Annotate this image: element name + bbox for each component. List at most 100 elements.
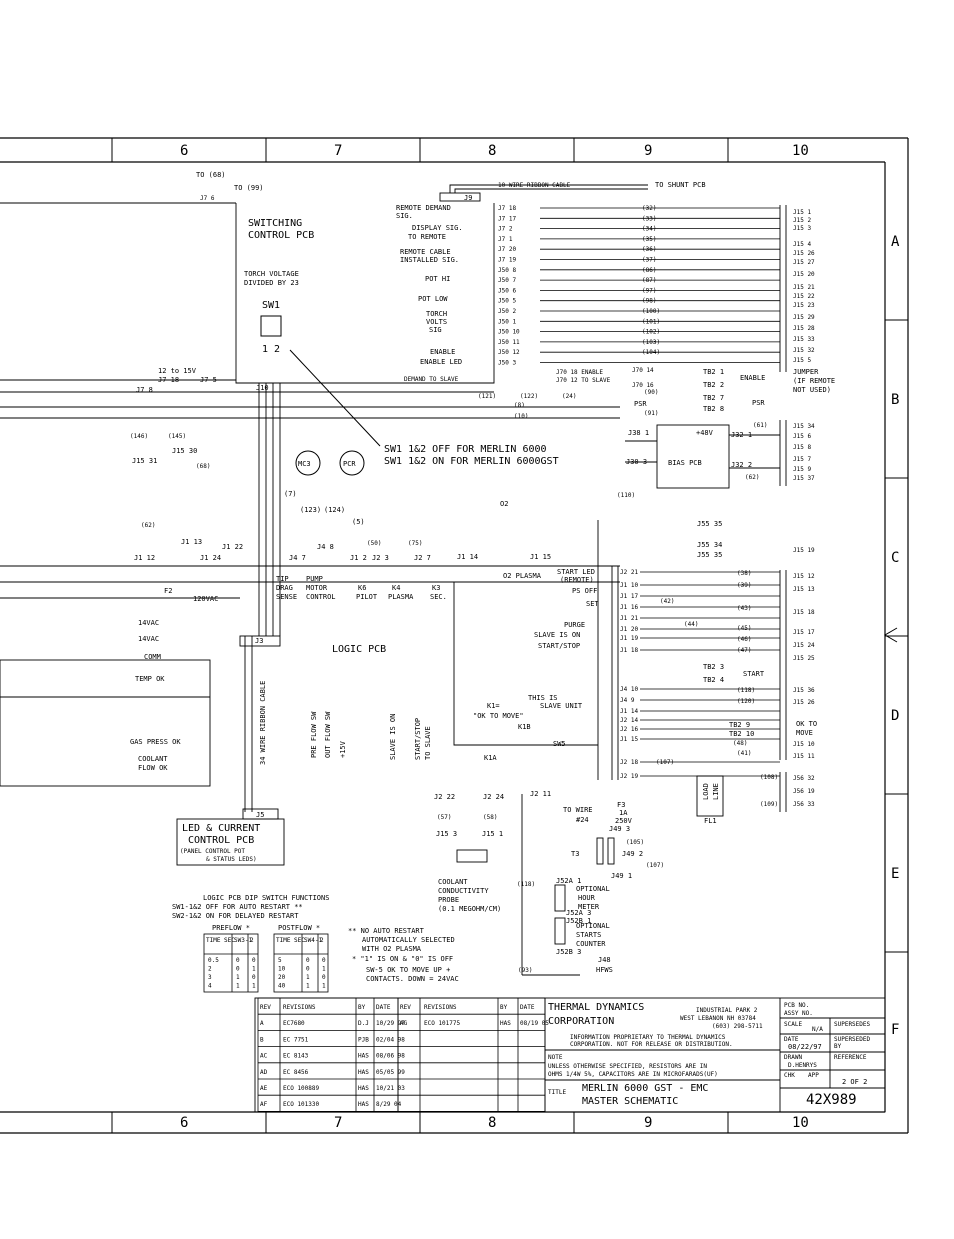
- wire-number-label: (68): [196, 463, 210, 470]
- j15-pin-label: J15 26: [793, 699, 815, 706]
- jumper-label3: NOT USED): [793, 386, 831, 394]
- jumper-label: JUMPER: [793, 368, 819, 376]
- connector-pin-label: J50 1: [498, 318, 516, 325]
- j15-pin-label: J15 21: [793, 284, 815, 291]
- connector-pin-label: J50 5: [498, 298, 516, 305]
- psr-left-label: PSR: [634, 400, 647, 408]
- wire-number-label: (37): [642, 257, 656, 264]
- plus15v-vertical: +15V: [339, 740, 347, 758]
- flow-table-cell: 0: [236, 966, 240, 973]
- tb2-9-label: TB2 9: [729, 721, 750, 729]
- dip-title: LOGIC PCB DIP SWITCH FUNCTIONS: [203, 894, 329, 902]
- flow-table-cell: 0: [236, 957, 240, 964]
- wire-number-label: (75): [408, 540, 422, 547]
- company-name: THERMAL DYNAMICS: [548, 1002, 644, 1013]
- j15-pin-label: J15 1: [793, 209, 811, 216]
- j15-pin-label: J15 19: [793, 547, 815, 554]
- pot-hi-label: POT HI: [425, 275, 450, 283]
- out-flow-vertical: OUT FLOW SW: [324, 711, 332, 758]
- drawn-label: DRAWN: [784, 1054, 802, 1061]
- wire-number-label: (50): [367, 540, 381, 547]
- flow-table-cell: 4: [208, 983, 212, 990]
- wire-124: (124): [324, 506, 345, 514]
- to-remote-label: TO REMOTE: [408, 233, 446, 241]
- opt-hour3: METER: [578, 903, 600, 911]
- display-sig-label: DISPLAY SIG.: [412, 224, 463, 232]
- connector-pin-label: J7 19: [498, 257, 516, 264]
- j15-pin-label: J15 18: [793, 609, 815, 616]
- revision-header: REVISIONS: [283, 1004, 316, 1011]
- sw1-note2: SW1 1&2 ON FOR MERLIN 6000GST: [384, 456, 559, 467]
- jumper-label2: (IF REMOTE: [793, 377, 835, 385]
- wire-number-label: (146): [130, 433, 148, 440]
- to-68-label: TO (68): [196, 171, 226, 179]
- j7-18-label: J7 18: [158, 376, 179, 384]
- drawing-title1: MERLIN 6000 GST - EMC: [582, 1083, 708, 1094]
- load-label: LOAD: [702, 783, 710, 800]
- col-label-bottom: 8: [488, 1115, 496, 1131]
- connector-pin-label: J7 20: [498, 246, 516, 253]
- revision-cell: 08/19 05: [520, 1020, 549, 1027]
- temp-ok-label: TEMP OK: [135, 675, 165, 683]
- col-label-bottom: 10: [792, 1115, 809, 1131]
- sw1-pins-label: 1 2: [262, 344, 280, 355]
- j4-8-label: J4 8: [317, 543, 334, 551]
- revision-cell: HAS: [358, 1085, 369, 1092]
- revision-cell: AD: [260, 1069, 268, 1076]
- vac14a-label: 14VAC: [138, 619, 159, 627]
- j9-label: J9: [464, 194, 472, 202]
- ribbon-10-label: 10 WIRE RIBBON CABLE: [498, 182, 571, 189]
- coolant-flow-label: COOLANT: [138, 755, 168, 763]
- slave-on-label: SLAVE IS ON: [534, 631, 580, 639]
- start-led-label2: (REMOTE): [560, 576, 594, 584]
- logic-pin-label: J1 14: [620, 708, 638, 715]
- j49-1-label: J49 1: [611, 872, 632, 880]
- j15-pin-label: J15 12: [793, 573, 815, 580]
- j52b1-label: J52B 1: [566, 917, 591, 925]
- sw1-note1: SW1 1&2 OFF FOR MERLIN 6000: [384, 444, 547, 455]
- j15-pin-label: J15 17: [793, 629, 815, 636]
- pcb-no-label: PCB NO.: [784, 1002, 809, 1009]
- revision-cell: D.J: [358, 1020, 369, 1027]
- j15-pin-label: J15 36: [793, 687, 815, 694]
- plasma-label: PLASMA: [388, 593, 414, 601]
- revision-cell: 10/21 03: [376, 1085, 405, 1092]
- tb2-7-label: TB2 7: [703, 394, 724, 402]
- j10-label: J10: [256, 384, 269, 392]
- sw1-label: SW1: [262, 300, 280, 311]
- coolant-probe1: COOLANT: [438, 878, 468, 886]
- note-line2: AUTOMATICALLY SELECTED: [362, 936, 455, 944]
- company-address2: WEST LEBANON NH 03784: [680, 1015, 756, 1022]
- wire-number-label: (101): [642, 318, 660, 325]
- tb2-3-label: TB2 3: [703, 663, 724, 671]
- connector-pin-label: J50 2: [498, 308, 516, 315]
- note-line5: SW-5 OK TO MOVE UP +: [366, 966, 450, 974]
- opt-hour2: HOUR: [578, 894, 596, 902]
- postflow-label: POSTFLOW *: [278, 924, 320, 932]
- to-wire-label: TO WIRE: [563, 806, 593, 814]
- wire-number-label: (105): [626, 839, 644, 846]
- flow-table-cell: 1: [252, 983, 256, 990]
- revision-cell: ECO 101330: [283, 1101, 320, 1108]
- this-is-slave-label: THIS IS: [528, 694, 558, 702]
- wire-number-label: (32): [642, 205, 656, 212]
- revision-header: BY: [500, 1004, 508, 1011]
- k1-label: K1=: [487, 702, 500, 710]
- flow-table-cell: 0: [252, 957, 256, 964]
- flow-table-cell: 0: [306, 966, 310, 973]
- k4-label: K4: [392, 584, 400, 592]
- logic-pin-label: J1 21: [620, 615, 638, 622]
- drawn-value: D.HENRYS: [788, 1062, 817, 1069]
- j7-5-label: J7 5: [200, 376, 217, 384]
- assy-no-label: ASSY NO.: [784, 1010, 813, 1017]
- pre-flow-vertical: PRE FLOW SW: [310, 711, 318, 758]
- led-pcb-title2: CONTROL PCB: [188, 835, 254, 846]
- revision-cell: 8/29 04: [376, 1101, 402, 1108]
- sec-label: SEC.: [430, 593, 447, 601]
- plus48-label: +48V: [696, 429, 714, 437]
- note-line6: CONTACTS. DOWN = 24VAC: [366, 975, 459, 983]
- revision-cell: ECO 100889: [283, 1085, 320, 1092]
- vac14b-label: 14VAC: [138, 635, 159, 643]
- wire-number-label: (46): [737, 636, 751, 643]
- col-label-top: 9: [644, 143, 652, 159]
